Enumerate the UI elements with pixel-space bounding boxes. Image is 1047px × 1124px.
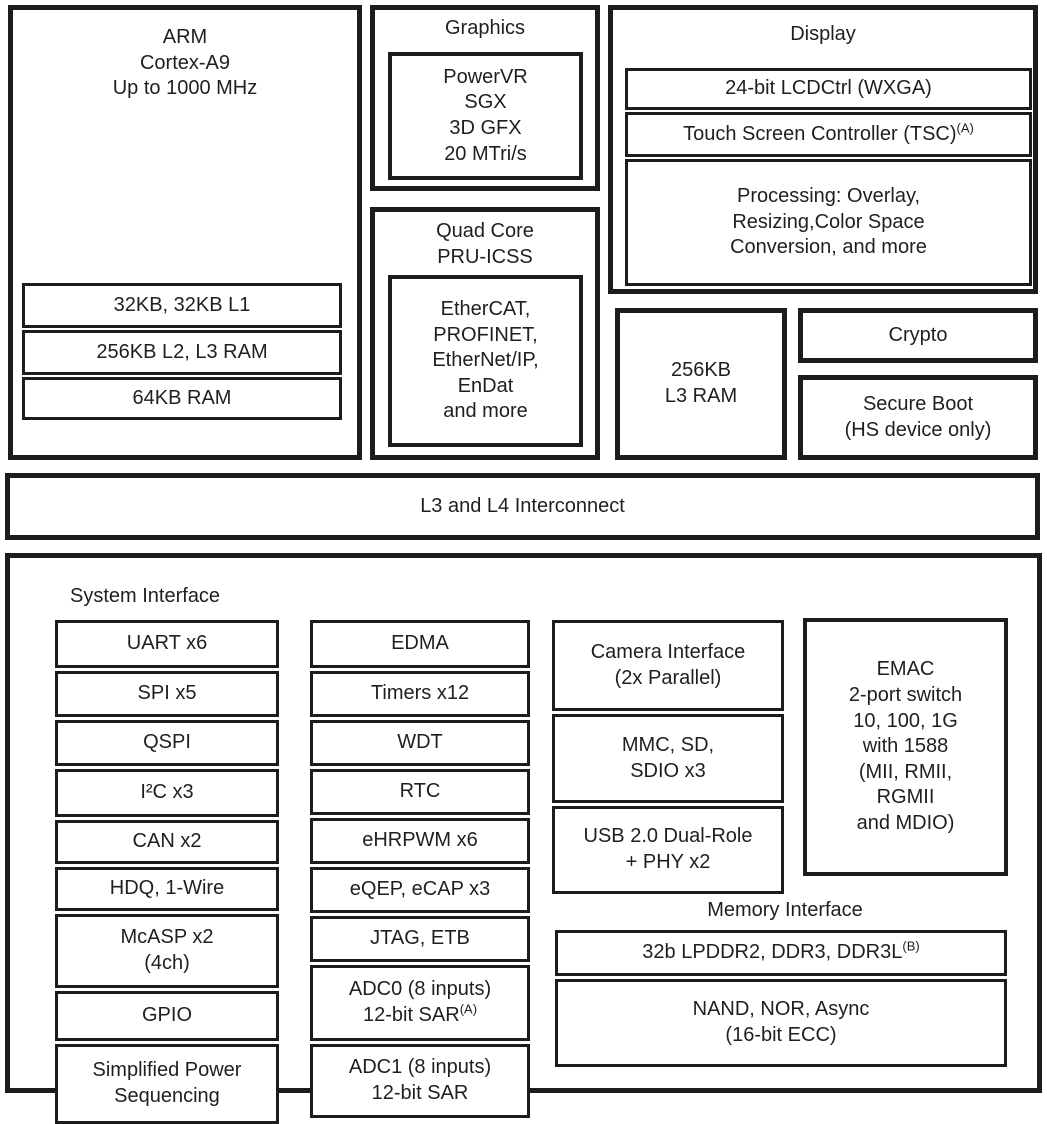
system-col-serial: UART x6 SPI x5 QSPI I²C x3 CAN x2 HDQ, 1… bbox=[55, 620, 279, 1124]
emac-box: EMAC 2-port switch 10, 100, 1G with 1588… bbox=[803, 618, 1008, 876]
system-interface-title: System Interface bbox=[70, 585, 221, 607]
graphics-block: Graphics PowerVR SGX 3D GFX 20 MTri/s bbox=[370, 5, 600, 191]
nand-nor-box: NAND, NOR, Async (16-bit ECC) bbox=[555, 979, 1007, 1067]
spi-box: SPI x5 bbox=[55, 671, 279, 717]
display-tsc-box: Touch Screen Controller (TSC)(A) bbox=[625, 112, 1032, 157]
ehrpwm-box: eHRPWM x6 bbox=[310, 818, 530, 864]
display-lcdctrl-label: 24-bit LCDCtrl (WXGA) bbox=[725, 77, 932, 100]
system-interface-block: System Interface UART x6 SPI x5 QSPI I²C… bbox=[5, 553, 1042, 1124]
soc-block-diagram: ARM Cortex-A9 Up to 1000 MHz 32KB, 32KB … bbox=[5, 5, 1042, 1124]
footnote-a-superscript: (A) bbox=[459, 1001, 478, 1017]
memory-interface-title: Memory Interface bbox=[707, 899, 863, 921]
adc0-box: ADC0 (8 inputs)12-bit SAR(A) bbox=[310, 965, 530, 1041]
pru-icss-block: Quad Core PRU-ICSS EtherCAT, PROFINET, E… bbox=[370, 207, 600, 460]
pru-icss-title: Quad Core PRU-ICSS bbox=[436, 220, 534, 268]
arm-l2-cache-label: 256KB L2, L3 RAM bbox=[96, 340, 268, 363]
arm-ram-box: 64KB RAM bbox=[22, 377, 342, 420]
display-tsc-label: Touch Screen Controller (TSC)(A) bbox=[683, 120, 974, 145]
display-block: Display 24-bit LCDCtrl (WXGA) Touch Scre… bbox=[608, 5, 1038, 294]
mcasp-box: McASP x2 (4ch) bbox=[55, 914, 279, 988]
ddr-label: 32b LPDDR2, DDR3, DDR3L(B) bbox=[642, 938, 920, 964]
display-lcdctrl-box: 24-bit LCDCtrl (WXGA) bbox=[625, 68, 1032, 110]
uart-box: UART x6 bbox=[55, 620, 279, 668]
arm-ram-label: 64KB RAM bbox=[132, 386, 232, 409]
rtc-box: RTC bbox=[310, 769, 530, 815]
mmc-sdio-box: MMC, SD, SDIO x3 bbox=[552, 714, 784, 803]
system-col-connectivity: Camera Interface (2x Parallel) MMC, SD, … bbox=[552, 620, 784, 894]
gpio-box: GPIO bbox=[55, 991, 279, 1041]
ddr-box: 32b LPDDR2, DDR3, DDR3L(B) bbox=[555, 930, 1007, 976]
arm-l2-cache-box: 256KB L2, L3 RAM bbox=[22, 330, 342, 375]
qspi-box: QSPI bbox=[55, 720, 279, 766]
display-title: Display bbox=[790, 23, 856, 45]
edma-box: EDMA bbox=[310, 620, 530, 668]
crypto-block: Crypto bbox=[798, 308, 1038, 363]
adc0-label: ADC0 (8 inputs)12-bit SAR(A) bbox=[348, 978, 492, 1026]
l3-ram-block: 256KB L3 RAM bbox=[615, 308, 787, 460]
arm-l1-cache-label: 32KB, 32KB L1 bbox=[113, 293, 251, 316]
can-box: CAN x2 bbox=[55, 820, 279, 864]
footnote-b-superscript: (B) bbox=[902, 938, 920, 954]
graphics-title: Graphics bbox=[444, 17, 526, 39]
i2c-box: I²C x3 bbox=[55, 769, 279, 817]
eqep-ecap-box: eQEP, eCAP x3 bbox=[310, 867, 530, 913]
wdt-box: WDT bbox=[310, 720, 530, 766]
display-processing-box: Processing: Overlay, Resizing,Color Spac… bbox=[625, 159, 1032, 286]
usb-box: USB 2.0 Dual-Role + PHY x2 bbox=[552, 806, 784, 894]
hdq-1wire-box: HDQ, 1-Wire bbox=[55, 867, 279, 911]
interconnect-bar: L3 and L4 Interconnect bbox=[5, 473, 1040, 540]
pru-icss-protocols-box: EtherCAT, PROFINET, EtherNet/IP, EnDat a… bbox=[388, 275, 583, 447]
power-sequencing-box: Simplified Power Sequencing bbox=[55, 1044, 279, 1124]
secure-boot-block: Secure Boot (HS device only) bbox=[798, 375, 1038, 460]
arm-block: ARM Cortex-A9 Up to 1000 MHz 32KB, 32KB … bbox=[8, 5, 362, 460]
footnote-a-superscript: (A) bbox=[956, 120, 974, 136]
system-col-timers: EDMA Timers x12 WDT RTC eHRPWM x6 eQEP, … bbox=[310, 620, 530, 1118]
graphics-gpu-box: PowerVR SGX 3D GFX 20 MTri/s bbox=[388, 52, 583, 180]
adc1-box: ADC1 (8 inputs) 12-bit SAR bbox=[310, 1044, 530, 1118]
camera-interface-box: Camera Interface (2x Parallel) bbox=[552, 620, 784, 711]
timers-box: Timers x12 bbox=[310, 671, 530, 717]
arm-l1-cache-box: 32KB, 32KB L1 bbox=[22, 283, 342, 328]
jtag-etb-box: JTAG, ETB bbox=[310, 916, 530, 962]
arm-title: ARM Cortex-A9 Up to 1000 MHz bbox=[112, 26, 258, 100]
